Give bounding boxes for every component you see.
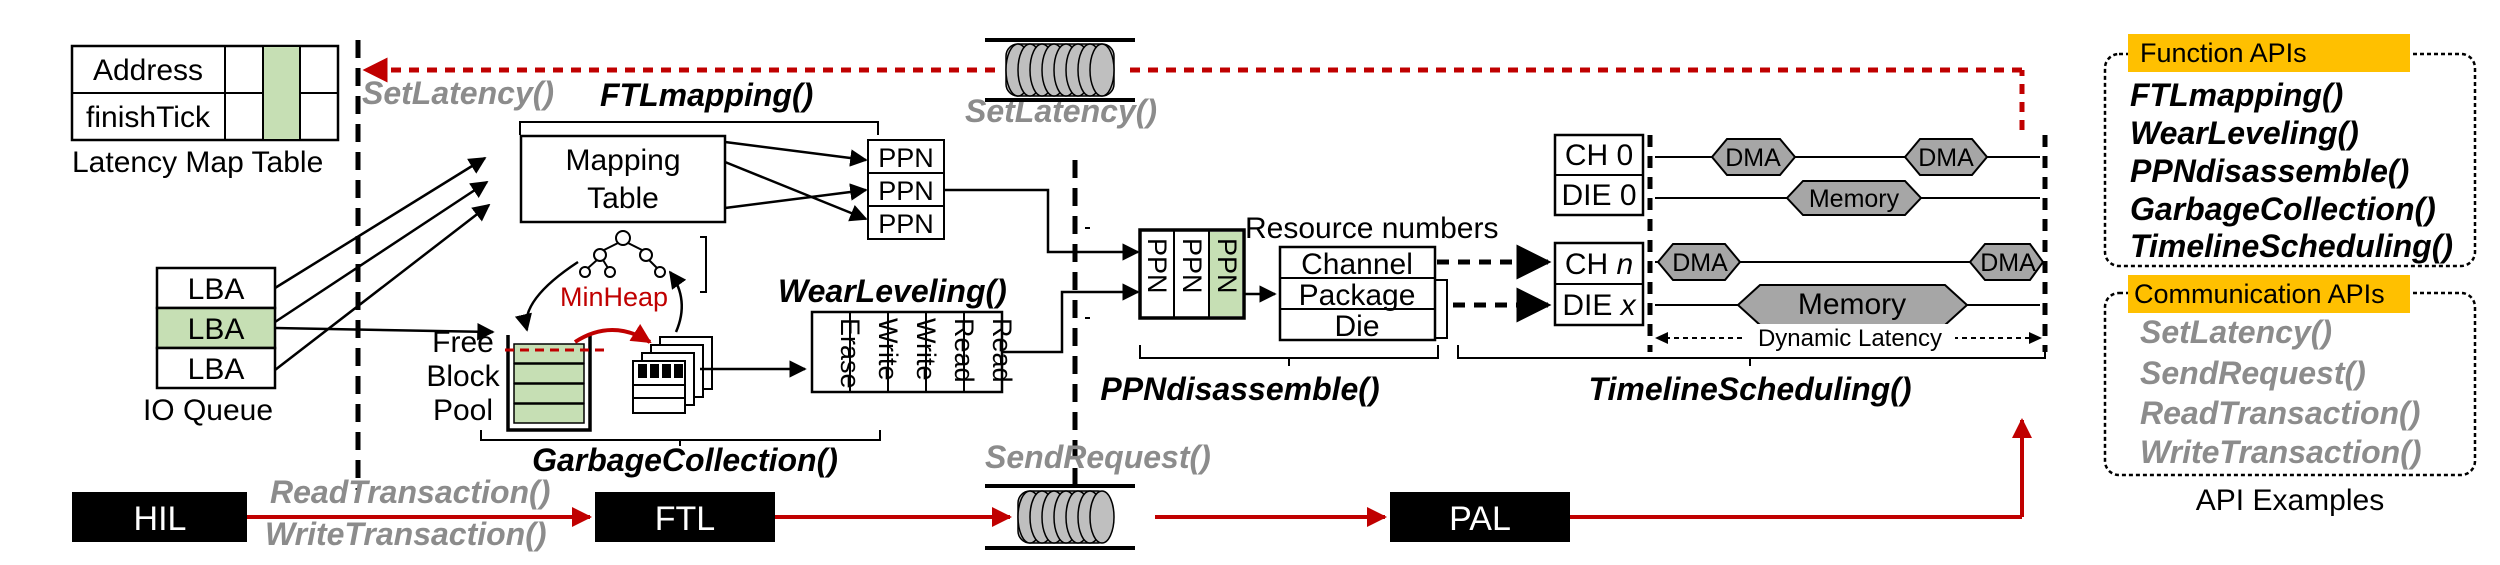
garbage-collection-label: GarbageCollection() xyxy=(532,442,838,478)
pool-line1: Free xyxy=(432,326,494,359)
svg-text:DMA: DMA xyxy=(1980,249,2036,277)
dma-shape: DMA xyxy=(1710,138,1797,176)
mapping-table xyxy=(519,134,727,224)
ftl-ppn-item: PPN xyxy=(878,176,934,206)
resource-numbers-title: Resource numbers xyxy=(1245,212,1498,245)
function-apis-title: Function APIs xyxy=(2140,38,2307,68)
latency-map-table: Address finishTick Latency Map Table xyxy=(70,44,340,179)
hil-label: HIL xyxy=(134,500,187,538)
memory-shape: Memory xyxy=(1736,284,1969,326)
svg-text:DMA: DMA xyxy=(1918,144,1974,172)
pal-block xyxy=(1390,492,1570,542)
function-apis-badge xyxy=(2128,34,2410,72)
dma-shape: DMA xyxy=(1903,138,1989,176)
latency-row-address: Address xyxy=(93,54,203,87)
communication-api-item: SendRequest() xyxy=(2140,355,2366,391)
ftl-ppn-item: PPN xyxy=(878,143,934,173)
ftl-mapping: FTLmapping() Mapping Table PPN PPN PPN xyxy=(519,77,945,240)
communication-api-item: SetLatency() xyxy=(2140,314,2332,350)
mapping-table-line2: Table xyxy=(587,182,659,215)
function-api-item: FTLmapping() xyxy=(2130,77,2343,113)
timeline-scheduling: CH 0 DIE 0 CH n DIE x DMA DMA Memory DMA xyxy=(1457,133,2048,407)
svg-text:Memory: Memory xyxy=(1809,185,1900,213)
minheap-label: MinHeap xyxy=(560,282,668,312)
io-queue-item: LBA xyxy=(188,273,245,306)
disassemble-ppn: PPN xyxy=(1212,238,1242,294)
top-queue-icon xyxy=(985,38,1135,102)
io-queue-item: LBA xyxy=(188,353,245,386)
hil-block xyxy=(72,492,247,542)
latency-row-finishtick: finishTick xyxy=(86,101,211,134)
wear-leveling: WearLeveling() Erase Write Write Read Re… xyxy=(778,273,1017,394)
io-queue: LBA LBA LBA IO Queue xyxy=(143,266,277,427)
dynamic-latency-label: Dynamic Latency xyxy=(1758,325,1942,352)
api-examples: Function APIs FTLmapping() WearLeveling(… xyxy=(2103,34,2477,517)
wear-op-write: Write xyxy=(911,318,941,381)
wear-op-erase: Erase xyxy=(835,318,865,389)
function-api-item: PPNdisassemble() xyxy=(2130,153,2409,189)
timeline-chn: CH n xyxy=(1565,248,1633,281)
api-examples-caption: API Examples xyxy=(2196,484,2384,517)
disassemble-ppn: PPN xyxy=(1142,238,1172,294)
resource-package: Package xyxy=(1299,279,1416,312)
resource-die: Die xyxy=(1334,310,1379,343)
timeline-diex: DIE x xyxy=(1562,289,1636,322)
dma-shape: DMA xyxy=(1656,243,1742,281)
pool-line2: Block xyxy=(426,360,500,393)
communication-apis-badge xyxy=(2128,275,2410,313)
minheap-tree xyxy=(579,230,666,278)
memory-shape: Memory xyxy=(1785,180,1923,216)
ftl-block xyxy=(595,492,775,542)
io-queue-caption: IO Queue xyxy=(143,394,273,427)
wear-op-read: Read xyxy=(949,318,979,383)
function-api-item: WearLeveling() xyxy=(2130,115,2359,151)
resource-channel: Channel xyxy=(1301,248,1413,281)
wear-leveling-label: WearLeveling() xyxy=(778,273,1007,309)
timeline-ch0: CH 0 xyxy=(1565,139,1633,172)
ftl-label: FTL xyxy=(655,500,715,538)
timeline-die0: DIE 0 xyxy=(1561,179,1636,212)
ppn-disassemble: PPN PPN PPN Resource numbers Channel Pac… xyxy=(1085,212,1498,407)
set-latency-left-label: SetLatency() xyxy=(362,75,554,111)
communication-api-item: WriteTransaction() xyxy=(2140,434,2422,470)
write-transaction-label: WriteTransaction() xyxy=(265,516,547,552)
read-transaction-label: ReadTransaction() xyxy=(270,474,550,510)
function-api-item: TimelineScheduling() xyxy=(2130,228,2453,264)
wear-op-read: Read xyxy=(987,318,1017,383)
communication-api-item: ReadTransaction() xyxy=(2140,395,2420,431)
svg-text:DMA: DMA xyxy=(1725,144,1781,172)
disassemble-ppn: PPN xyxy=(1177,238,1207,294)
mapping-table-line1: Mapping xyxy=(565,144,680,177)
function-api-item: GarbageCollection() xyxy=(2130,191,2436,227)
ftl-ppn-item: PPN xyxy=(878,209,934,239)
send-request-label: SendRequest() xyxy=(985,439,1211,475)
garbage-collection: MinHeap Free Block Pool GarbageCollectio… xyxy=(426,230,881,478)
latency-map-caption: Latency Map Table xyxy=(72,146,323,179)
pal-label: PAL xyxy=(1449,500,1511,538)
io-queue-item: LBA xyxy=(188,313,245,346)
svg-text:DMA: DMA xyxy=(1672,249,1728,277)
communication-apis-title: Communication APIs xyxy=(2134,279,2385,309)
timeline-scheduling-label: TimelineScheduling() xyxy=(1589,371,1912,407)
dma-shape: DMA xyxy=(1968,243,2045,281)
pool-line3: Pool xyxy=(433,394,493,427)
bottom-queue-icon xyxy=(985,484,1135,550)
wear-op-write: Write xyxy=(873,318,903,381)
ppn-disassemble-label: PPNdisassemble() xyxy=(1100,371,1379,407)
svg-text:Memory: Memory xyxy=(1798,288,1906,321)
ftl-mapping-label: FTLmapping() xyxy=(600,77,813,113)
